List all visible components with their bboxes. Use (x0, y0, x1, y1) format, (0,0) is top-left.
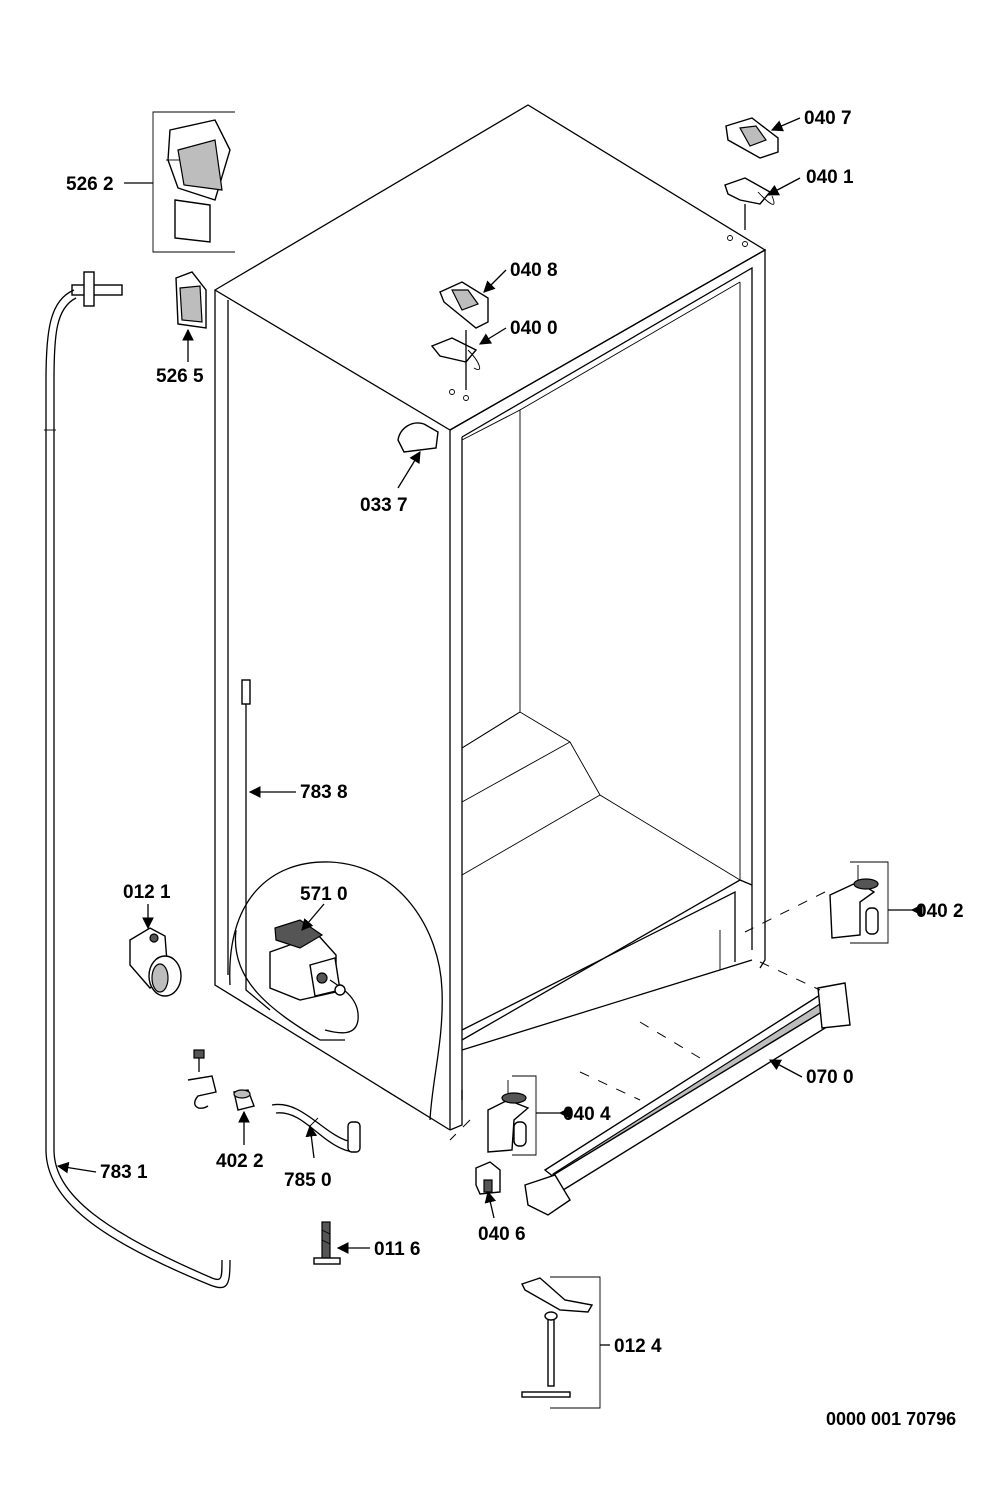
label-040-7: 040 7 (804, 108, 852, 129)
part-011-6-leveling-foot (313, 1221, 341, 1265)
label-040-8: 040 8 (510, 260, 558, 281)
label-012-1: 012 1 (123, 882, 171, 903)
part-040-0-hinge (430, 330, 481, 390)
label-526-5: 526 5 (156, 366, 204, 387)
part-526-5-cover (175, 271, 207, 329)
part-040-6-hinge-pin-bracket (475, 1161, 501, 1195)
part-040-2-lower-hinge (744, 861, 889, 944)
label-040-6: 040 6 (478, 1224, 526, 1245)
label-783-1: 783 1 (100, 1162, 148, 1183)
part-070-0-toe-grille (524, 961, 851, 1216)
label-040-2: 040 2 (916, 901, 964, 922)
label-040-1: 040 1 (806, 167, 854, 188)
part-040-8-hinge-cover (439, 281, 489, 329)
part-screw-and-clip (187, 1049, 217, 1109)
part-785-0-drain-hose (271, 1103, 361, 1153)
label-012-4: 012 4 (614, 1336, 662, 1357)
part-012-4-tool-kit (521, 1276, 601, 1409)
part-012-1-caster-wheel (129, 927, 182, 997)
part-040-4-lower-hinge (449, 1075, 537, 1156)
cabinet-body (213, 104, 767, 1131)
label-011-6: 011 6 (374, 1239, 421, 1260)
label-033-7: 033 7 (360, 495, 408, 516)
part-526-2-bracket (152, 111, 235, 253)
part-783-8-tube (234, 679, 345, 1041)
label-070-0: 070 0 (806, 1067, 854, 1088)
part-040-7-hinge-cover (725, 117, 779, 159)
label-783-8: 783 8 (300, 782, 348, 803)
part-040-1-top-hinge (724, 177, 775, 230)
part-033-7-cover-plug (397, 422, 439, 453)
label-526-2: 526 2 (66, 174, 114, 195)
compressor-compartment (229, 861, 443, 1121)
label-571-0: 571 0 (300, 884, 348, 905)
label-040-0: 040 0 (510, 318, 558, 339)
label-402-2: 402 2 (216, 1151, 264, 1172)
part-571-0-solenoid-valve (269, 919, 359, 1034)
label-785-0: 785 0 (284, 1170, 332, 1191)
document-code: 0000 001 70796 (826, 1409, 956, 1429)
part-783-1-water-tube (44, 271, 231, 1289)
part-402-2-drain-plug (233, 1089, 255, 1111)
label-040-4: 040 4 (563, 1104, 611, 1125)
